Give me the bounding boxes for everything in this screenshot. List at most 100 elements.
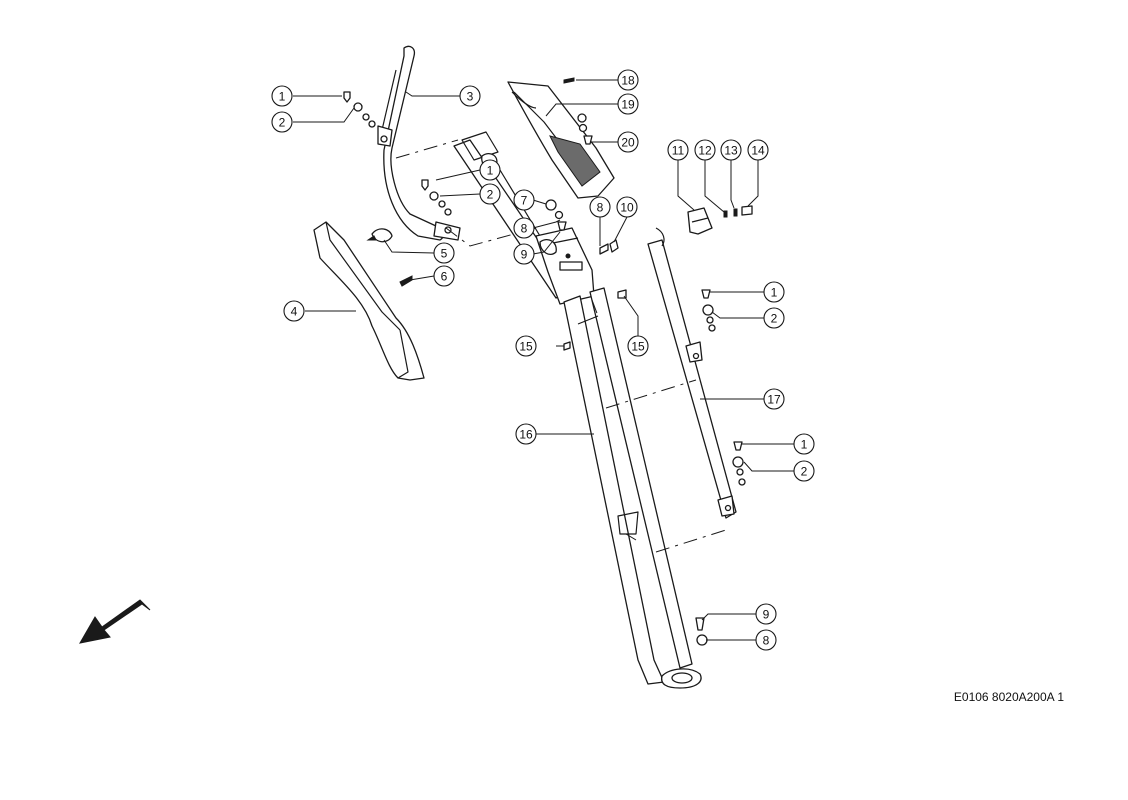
callout-number: 2 [771, 312, 778, 326]
leader-lines [293, 79, 794, 641]
part-center-bracket [535, 227, 595, 305]
callout-number: 13 [724, 144, 738, 158]
callout-c20: 20 [617, 131, 639, 153]
callout-circle [283, 300, 305, 322]
callout-number: 2 [801, 465, 808, 479]
callout-c6: 6 [433, 265, 455, 287]
callout-c5: 5 [433, 242, 455, 264]
callout-circle [793, 460, 815, 482]
callout-circle [433, 242, 455, 264]
callout-circle [793, 433, 815, 455]
callout-number: 3 [467, 90, 474, 104]
callout-c2a: 2 [271, 111, 293, 133]
callout-number: 11 [672, 144, 685, 158]
callout-circle [271, 85, 293, 107]
callout-number: 16 [519, 428, 533, 442]
callout-number: 19 [621, 98, 635, 112]
callout-circle [271, 111, 293, 133]
callout-circle [694, 139, 716, 161]
callout-number: 15 [631, 340, 645, 354]
callout-c16: 16 [515, 423, 537, 445]
callout-c14: 14 [747, 139, 769, 161]
callout-number: 12 [698, 144, 712, 158]
callout-c7: 7 [513, 189, 535, 211]
callout-c1b: 1 [479, 159, 501, 181]
callout-number: 1 [801, 438, 808, 452]
callout-circle [433, 265, 455, 287]
callout-c9a: 9 [513, 243, 535, 265]
callout-number: 8 [763, 634, 770, 648]
callout-c2b: 2 [479, 183, 501, 205]
callout-c2d: 2 [793, 460, 815, 482]
callout-c8a: 8 [513, 217, 535, 239]
callout-number: 20 [621, 136, 635, 150]
callout-number: 1 [771, 286, 778, 300]
callout-number: 10 [620, 201, 634, 215]
callout-c3: 3 [459, 85, 481, 107]
callout-c9b: 9 [755, 603, 777, 625]
callout-number: 6 [441, 270, 448, 284]
callout-c8c: 8 [755, 629, 777, 651]
callout-number: 4 [291, 305, 298, 319]
callout-c18: 18 [617, 69, 639, 91]
callout-c13: 13 [720, 139, 742, 161]
callout-circle [616, 196, 638, 218]
callout-c11: 11 [667, 139, 689, 161]
callout-c1a: 1 [271, 85, 293, 107]
callout-circle [755, 603, 777, 625]
callout-number: 9 [763, 608, 770, 622]
callout-c19: 19 [617, 93, 639, 115]
callout-number: 5 [441, 247, 448, 261]
callout-circle [627, 335, 649, 357]
callout-circle [589, 196, 611, 218]
callout-circle [617, 131, 639, 153]
callout-c15b: 15 [627, 335, 649, 357]
part-main-frame [563, 287, 702, 689]
arrow-down-left-icon [79, 599, 151, 644]
callout-circle [755, 629, 777, 651]
callout-circle [763, 307, 785, 329]
callout-number: 9 [521, 248, 528, 262]
part-top-cover [507, 81, 615, 199]
callout-c17: 17 [763, 388, 785, 410]
callout-number: 8 [521, 222, 528, 236]
callout-c1d: 1 [793, 433, 815, 455]
callout-circle [720, 139, 742, 161]
callout-circle [479, 183, 501, 205]
callout-circle [617, 69, 639, 91]
callout-circle [617, 93, 639, 115]
alignment-lines [395, 139, 727, 553]
callout-c10: 10 [616, 196, 638, 218]
callout-c12: 12 [694, 139, 716, 161]
callout-circle [513, 243, 535, 265]
callout-number: 8 [597, 201, 604, 215]
callout-c2c: 2 [763, 307, 785, 329]
drawing-reference-code: E0106 8020A200A 1 [953, 690, 1064, 704]
callout-number: 14 [751, 144, 765, 158]
callout-c15a: 15 [515, 335, 537, 357]
callout-circle [763, 388, 785, 410]
callout-circle [515, 335, 537, 357]
callout-circle [459, 85, 481, 107]
callout-circle [513, 217, 535, 239]
callout-number: 1 [279, 90, 286, 104]
callout-c8b: 8 [589, 196, 611, 218]
callout-number: 15 [519, 340, 533, 354]
callout-circle [479, 159, 501, 181]
callout-c4: 4 [283, 300, 305, 322]
part-switch-assembly [687, 205, 753, 235]
callout-circle [513, 189, 535, 211]
callout-circle [747, 139, 769, 161]
callout-number: 18 [621, 74, 635, 88]
part-grip-cover [313, 221, 425, 381]
callout-number: 2 [279, 116, 286, 130]
callout-number: 7 [521, 194, 528, 208]
callout-number: 2 [487, 188, 494, 202]
hardware-fasteners [343, 77, 746, 646]
callout-circle [763, 281, 785, 303]
callout-c1c: 1 [763, 281, 785, 303]
callout-number: 1 [487, 164, 494, 178]
part-side-bar [647, 227, 737, 519]
